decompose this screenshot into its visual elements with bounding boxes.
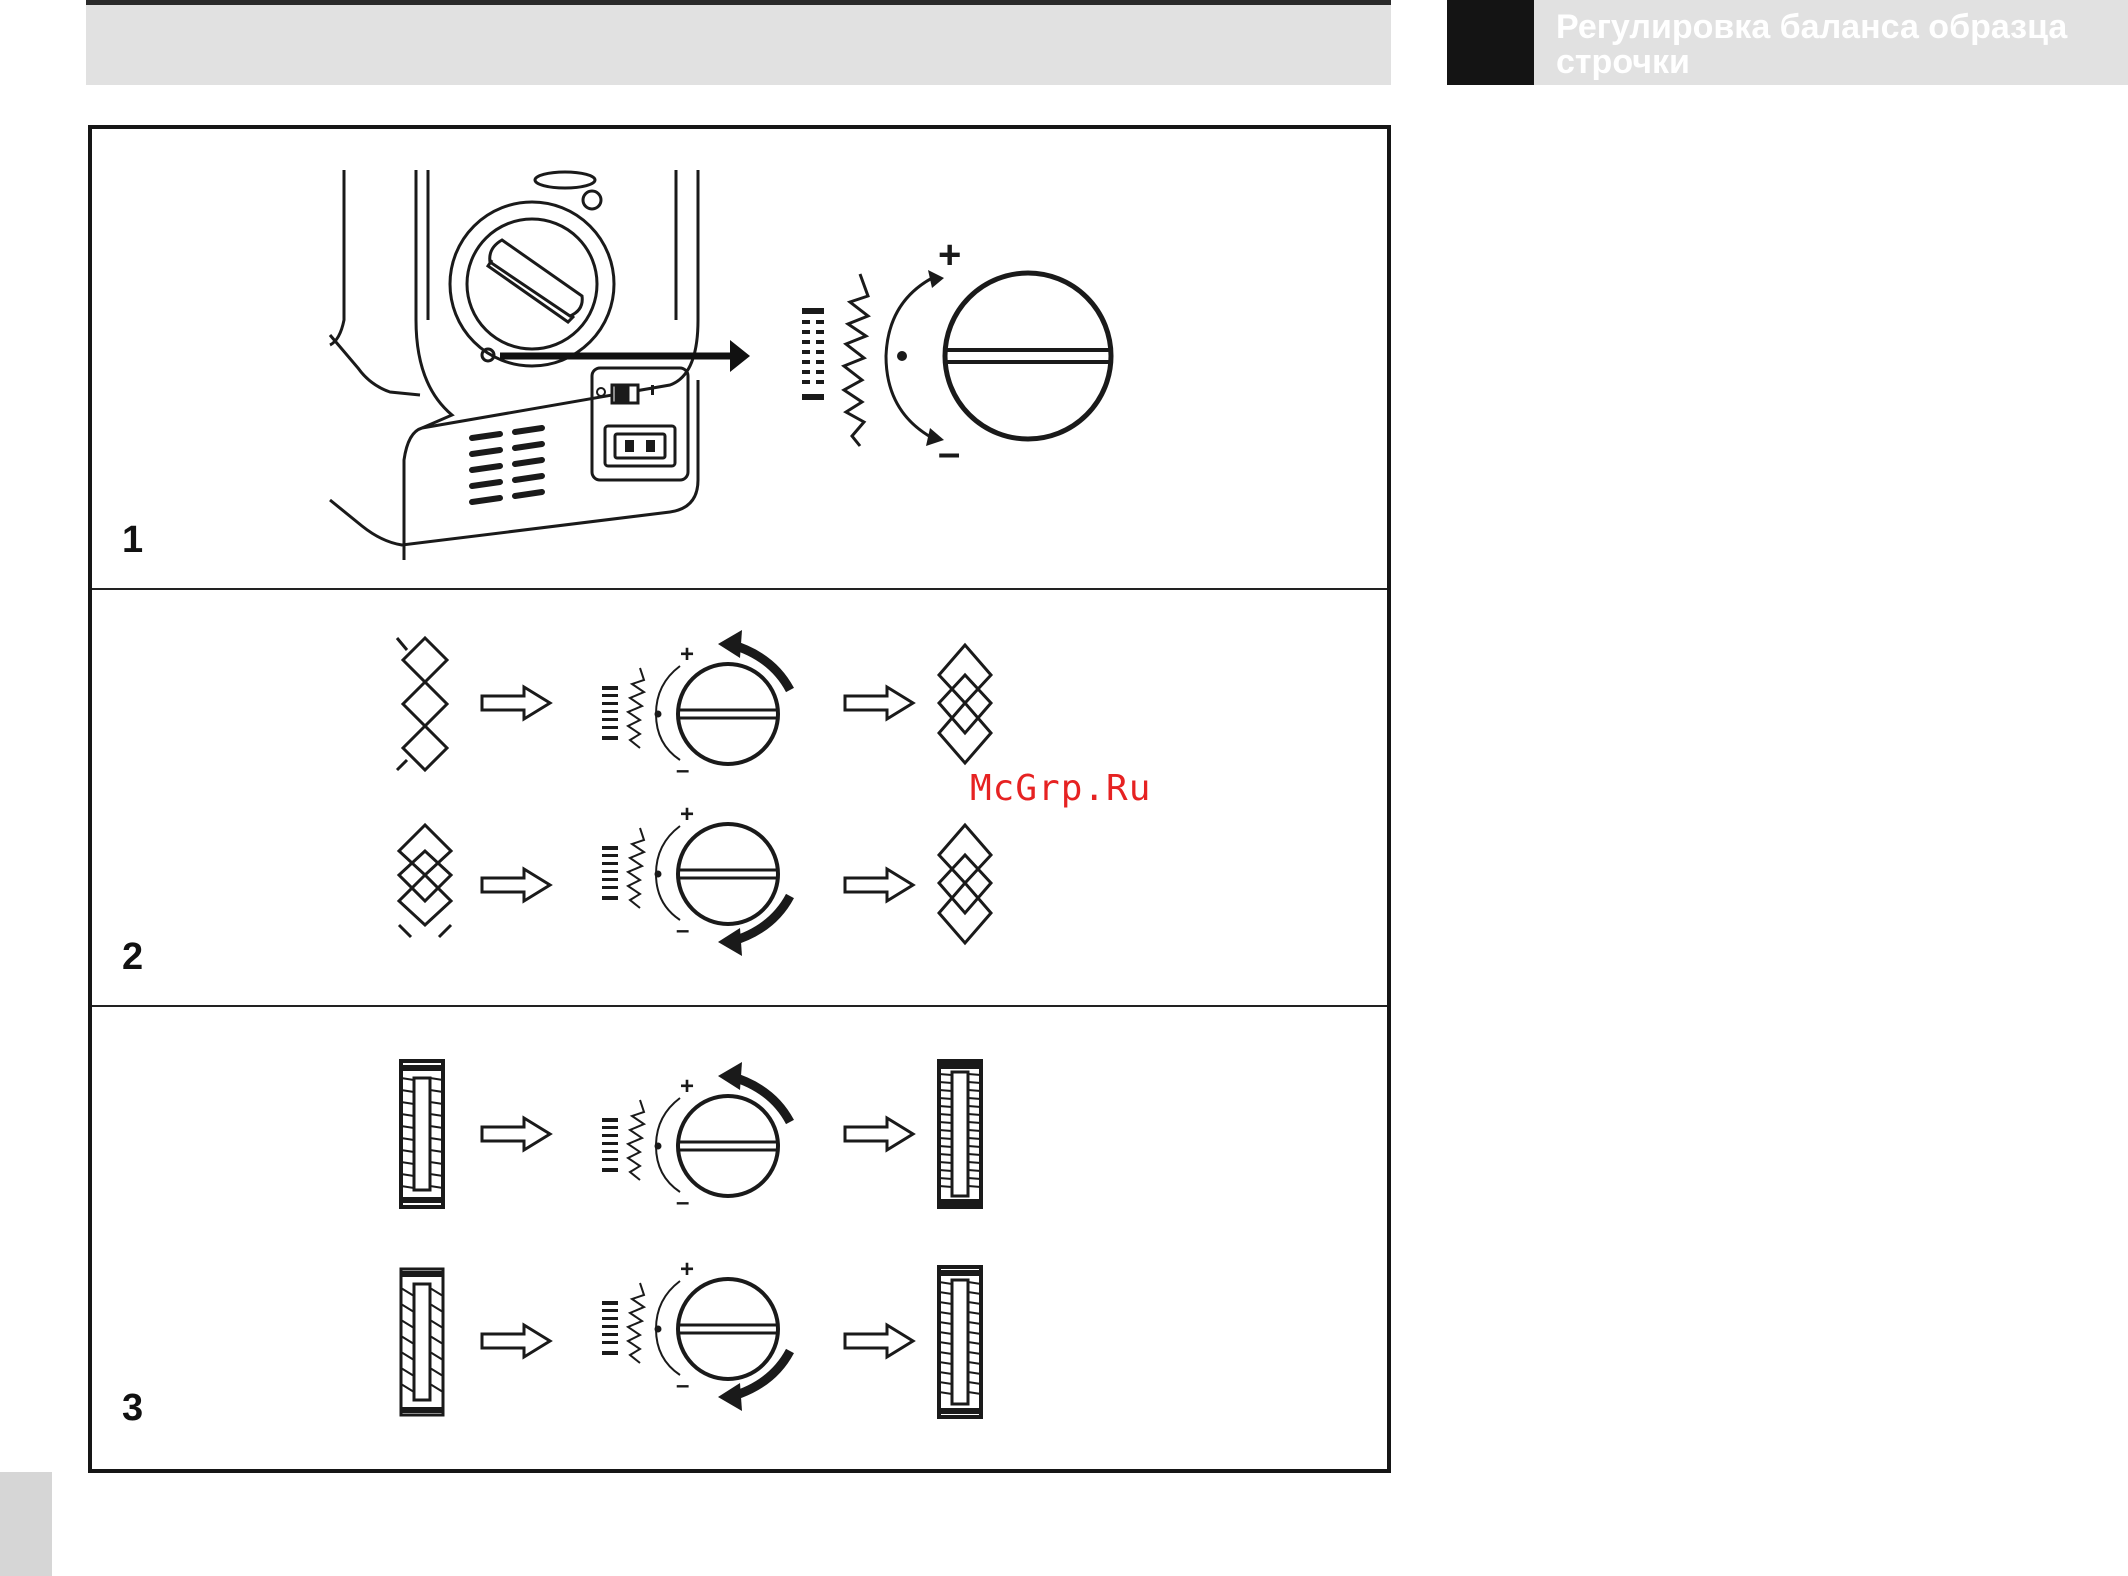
- dial-minus-sign: –: [938, 431, 960, 475]
- stitch-pattern-icon: [936, 1058, 984, 1210]
- outline-arrow-icon: [843, 685, 915, 721]
- panel-number-1: 1: [122, 521, 143, 559]
- dial-plus-sign: +: [680, 801, 694, 828]
- dial-minus-sign: –: [676, 1189, 689, 1216]
- panel-divider: [92, 588, 1387, 590]
- dial-minus-sign: –: [676, 757, 689, 784]
- balance-dial-icon: + –: [600, 1255, 805, 1415]
- section-marker: [1447, 0, 1534, 85]
- dial-minus-sign: –: [676, 917, 689, 944]
- outline-arrow-icon: [480, 1323, 552, 1359]
- outline-arrow-icon: [843, 1116, 915, 1152]
- outline-arrow-icon: [480, 685, 552, 721]
- section-title-block: Регулировка баланса образца строчки: [1447, 0, 2128, 85]
- panel-number-3: 3: [122, 1389, 143, 1427]
- balance-dial-icon: + –: [798, 240, 1118, 470]
- outline-arrow-icon: [843, 1323, 915, 1359]
- panel-number-2: 2: [122, 938, 143, 976]
- machine-side-illustration: [330, 170, 750, 570]
- panel-divider: [92, 1005, 1387, 1007]
- stitch-pattern-icon: [398, 1058, 446, 1210]
- balance-dial-icon: + –: [600, 800, 805, 960]
- outline-arrow-icon: [843, 867, 915, 903]
- dial-plus-sign: +: [680, 1256, 694, 1283]
- stitch-pattern-icon: [395, 638, 455, 770]
- stitch-pattern-icon: [398, 1266, 446, 1418]
- watermark: McGrp.Ru: [970, 768, 1151, 809]
- page-edge-tab: [0, 1472, 52, 1576]
- stitch-pattern-icon: [935, 645, 995, 763]
- page-title: Регулировка баланса образца строчки: [1556, 10, 2128, 80]
- outline-arrow-icon: [480, 867, 552, 903]
- dial-plus-sign: +: [680, 641, 694, 668]
- balance-dial-icon: + –: [600, 628, 805, 778]
- outline-arrow-icon: [480, 1116, 552, 1152]
- stitch-pattern-icon: [936, 1264, 984, 1420]
- dial-minus-sign: –: [676, 1372, 689, 1399]
- dial-plus-sign: +: [938, 233, 961, 277]
- stitch-pattern-icon: [395, 825, 455, 937]
- header-band: [86, 5, 1391, 85]
- dial-plus-sign: +: [680, 1073, 694, 1100]
- stitch-pattern-icon: [935, 825, 995, 943]
- balance-dial-icon: + –: [600, 1058, 805, 1208]
